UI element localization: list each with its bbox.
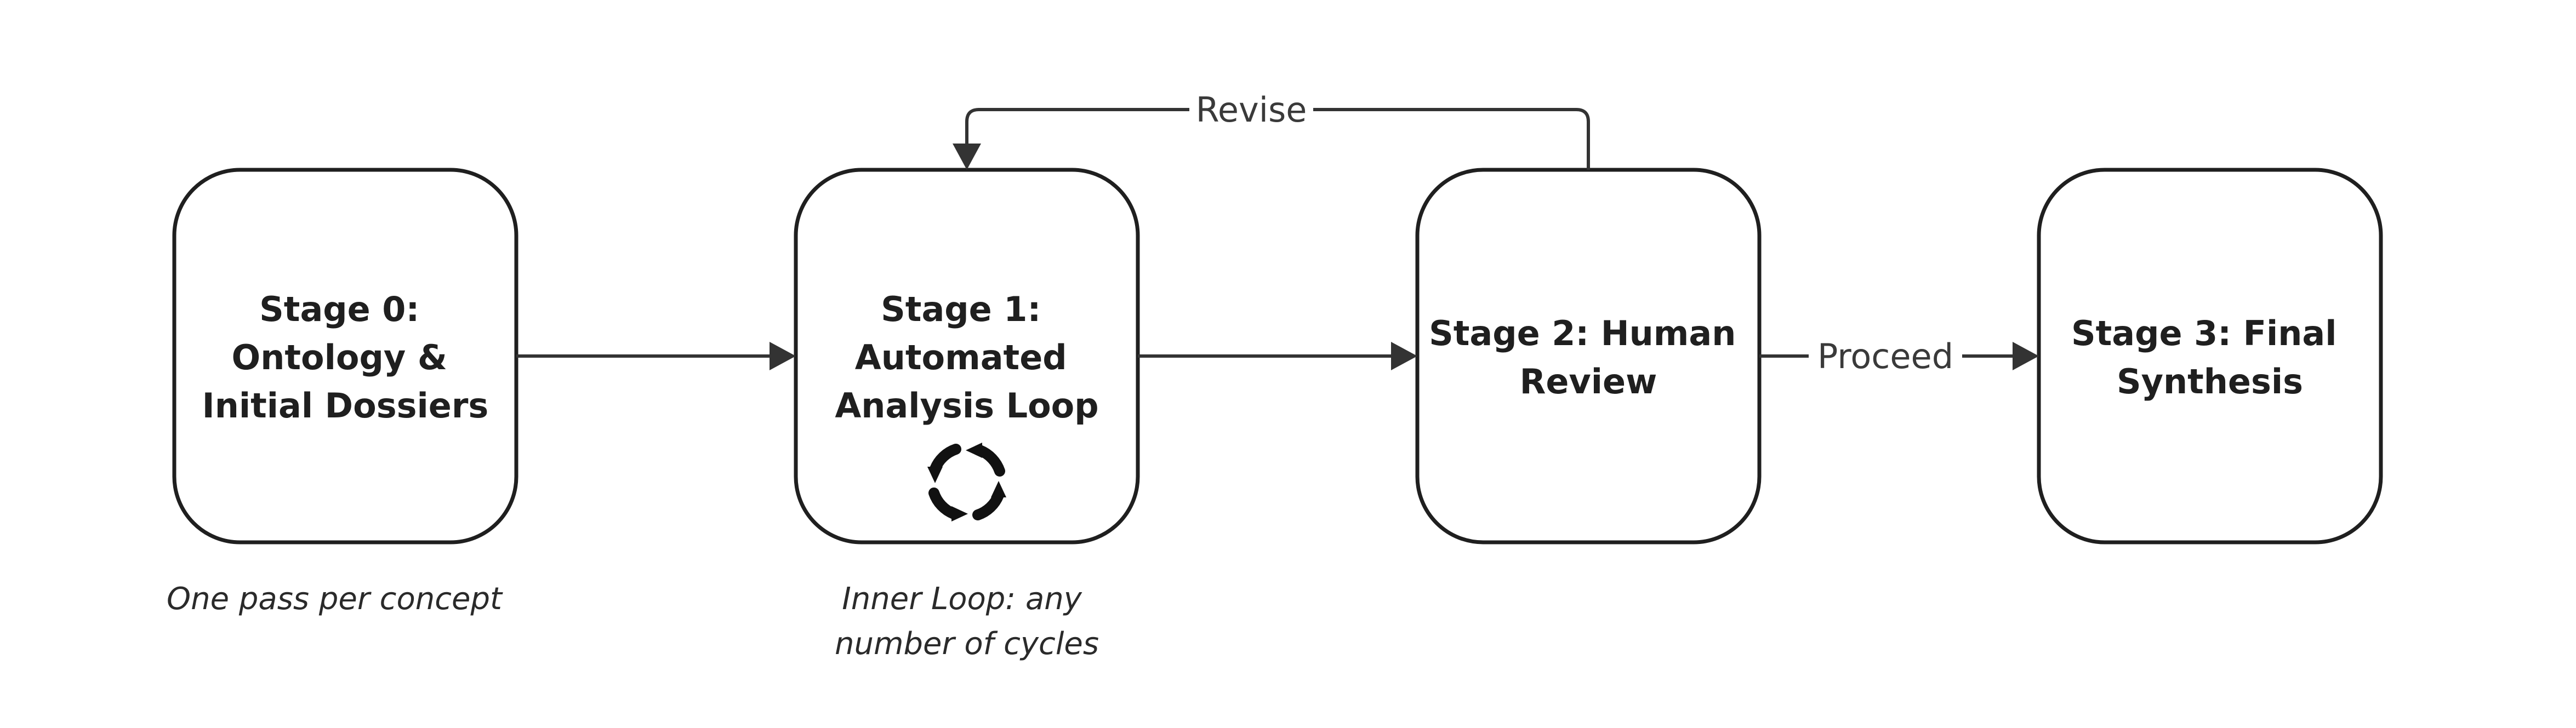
revise-loop-left [965, 108, 1189, 144]
stage-0-caption: One pass per concept [167, 581, 503, 617]
arrowhead-stage3 [2013, 342, 2039, 370]
stage-2-box [1415, 168, 1762, 544]
stage-0-title: Stage 0: Ontology & Initial Dossiers [202, 289, 489, 426]
stage-2-title: Stage 2: Human Review [1429, 313, 1748, 402]
revise-loop-right [1313, 108, 1590, 170]
arrowhead-stage2 [1391, 342, 1417, 370]
proceed-label: Proceed [1817, 336, 1953, 376]
stage-1-caption: Inner Loop: any number of cycles [835, 581, 1099, 662]
revise-label: Revise [1196, 90, 1307, 130]
stage-3-title: Stage 3: Final Synthesis [2071, 313, 2349, 402]
cycle-arrows-icon [927, 443, 1006, 521]
stage-1-title: Stage 1: Automated Analysis Loop [835, 289, 1098, 426]
arrowhead-revise [953, 144, 981, 170]
stage-3-box [2037, 168, 2383, 544]
arrowhead-stage1 [770, 342, 796, 370]
